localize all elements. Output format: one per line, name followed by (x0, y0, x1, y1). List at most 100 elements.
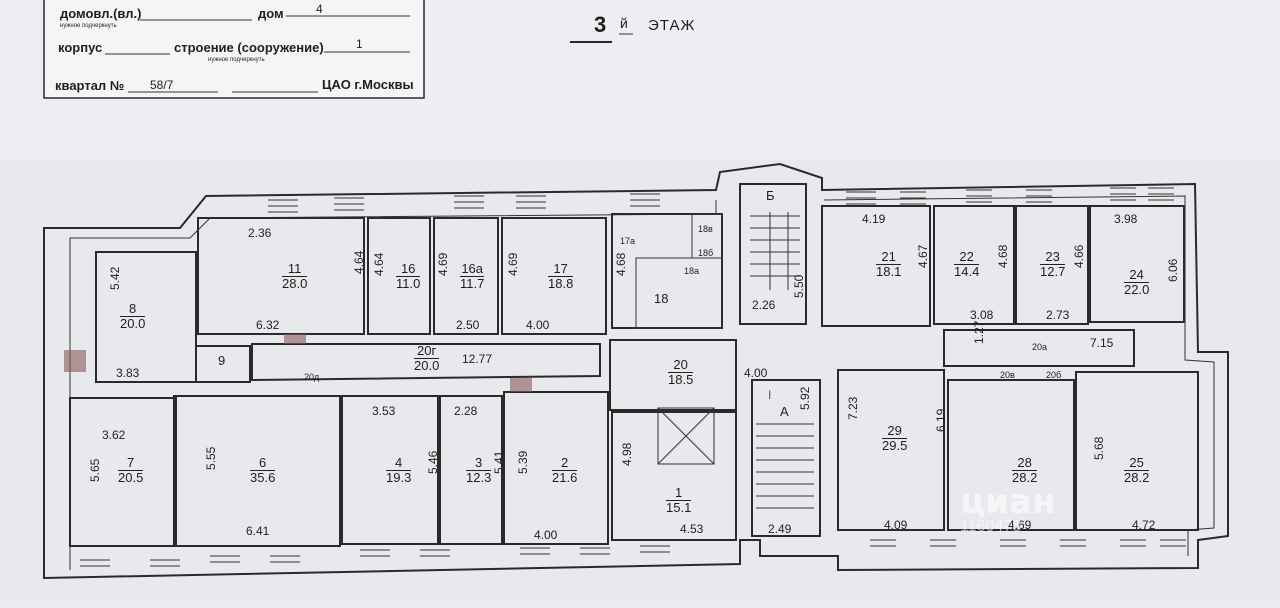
dimension-label: 5.92 (798, 386, 812, 410)
dimension-label: 4.69 (1008, 518, 1032, 532)
watermark: циан 1160478 (960, 482, 1055, 536)
room-area: 19.3 (386, 470, 412, 485)
watermark-code: 1160478 (960, 518, 1022, 535)
room-area: 28.2 (1012, 470, 1038, 485)
dimension-label: 4.69 (436, 252, 450, 276)
room-label: 20а (1032, 340, 1047, 354)
dimension-label: 5.65 (88, 458, 102, 482)
room-walls (64, 183, 1199, 547)
dimension-label: 2.36 (248, 226, 272, 240)
room-number: 4 (386, 456, 412, 471)
room-number: 17а (620, 236, 636, 246)
room-number: 29 (882, 424, 908, 439)
floor-label: ЭТАЖ (648, 17, 695, 34)
dimension-label: 4.53 (680, 522, 704, 536)
room-number: 20 (668, 358, 694, 373)
dimension-label: 6.06 (1166, 258, 1180, 282)
windows (80, 187, 1186, 567)
note-underline-2: нужное подчеркнуть (208, 57, 265, 63)
room-area: 12.7 (1040, 264, 1066, 279)
room-area: 20.5 (118, 470, 144, 485)
district-label: ЦАО г.Москвы (322, 77, 414, 92)
dimension-label: 4.69 (506, 252, 520, 276)
room-number: 28 (1012, 456, 1038, 471)
dimension-label: 2.50 (456, 318, 480, 332)
dimension-label: 7.23 (846, 396, 860, 420)
dimension-label: 3.62 (102, 428, 126, 442)
room-area: 35.6 (250, 470, 276, 485)
room-area: 11.0 (396, 276, 421, 291)
stroenie-value: 1 (356, 37, 363, 51)
room-number: 3 (466, 456, 492, 471)
room-number: 8 (120, 302, 146, 317)
kvartal-value: 58/7 (150, 78, 174, 92)
dimension-label: 4.09 (884, 518, 908, 532)
note-underline-1: нужное подчеркнуть (60, 23, 117, 29)
room-area: 20.0 (414, 358, 440, 373)
dimension-label: 4.64 (352, 250, 366, 274)
dimension-label: 4.64 (372, 252, 386, 276)
room-number: 23 (1040, 250, 1066, 265)
dimension-label: 4.00 (744, 366, 768, 380)
room-number: 18в (698, 224, 713, 234)
dom-label: дом (258, 6, 284, 21)
room-area: 28.2 (1124, 470, 1150, 485)
dimension-label: 6.19 (934, 408, 948, 432)
room-number: 20б (1046, 370, 1062, 380)
dom-value: 4 (316, 2, 323, 16)
room-label: 18 (654, 292, 668, 306)
room-area: 12.3 (466, 470, 492, 485)
dimension-label: 4.19 (862, 212, 886, 226)
dimension-label: 2.28 (454, 404, 478, 418)
dimension-label: 3.98 (1114, 212, 1138, 226)
room-area: 22.0 (1124, 282, 1150, 297)
room-number: 24 (1124, 268, 1150, 283)
dimension-label: 6.32 (256, 318, 280, 332)
room-label: 18в (698, 222, 713, 236)
room-label: 18б (698, 246, 713, 260)
room-area: 11.7 (460, 276, 485, 291)
dimension-label: 5.39 (516, 450, 530, 474)
kvartal-label: квартал № (55, 78, 124, 93)
dimension-label: 4.68 (614, 252, 628, 276)
dimension-label: 4.72 (1132, 518, 1156, 532)
dimension-label: 4.00 (526, 318, 550, 332)
room-area: 29.5 (882, 438, 908, 453)
room-area: 15.1 (666, 500, 692, 515)
domovl-label: домовл.(вл.) (60, 6, 141, 21)
floor-number: 3 (594, 12, 606, 37)
room-number: 9 (218, 353, 226, 368)
dimension-label: 4.68 (996, 244, 1010, 268)
room-number: 20а (1032, 342, 1048, 352)
room-number: 11 (282, 262, 308, 277)
room-area: 18.5 (668, 372, 694, 387)
room-number: 6 (250, 456, 276, 471)
room-number: 21 (876, 250, 902, 265)
room-number: 2 (552, 456, 578, 471)
dimension-label: 4.67 (916, 244, 930, 268)
dimension-label: 2.26 (752, 298, 776, 312)
dimension-label: 6.41 (246, 524, 270, 538)
dimension-label: 5.68 (1092, 436, 1106, 460)
dimension-label: 4.00 (534, 528, 558, 542)
dimension-label: 3.08 (970, 308, 994, 322)
